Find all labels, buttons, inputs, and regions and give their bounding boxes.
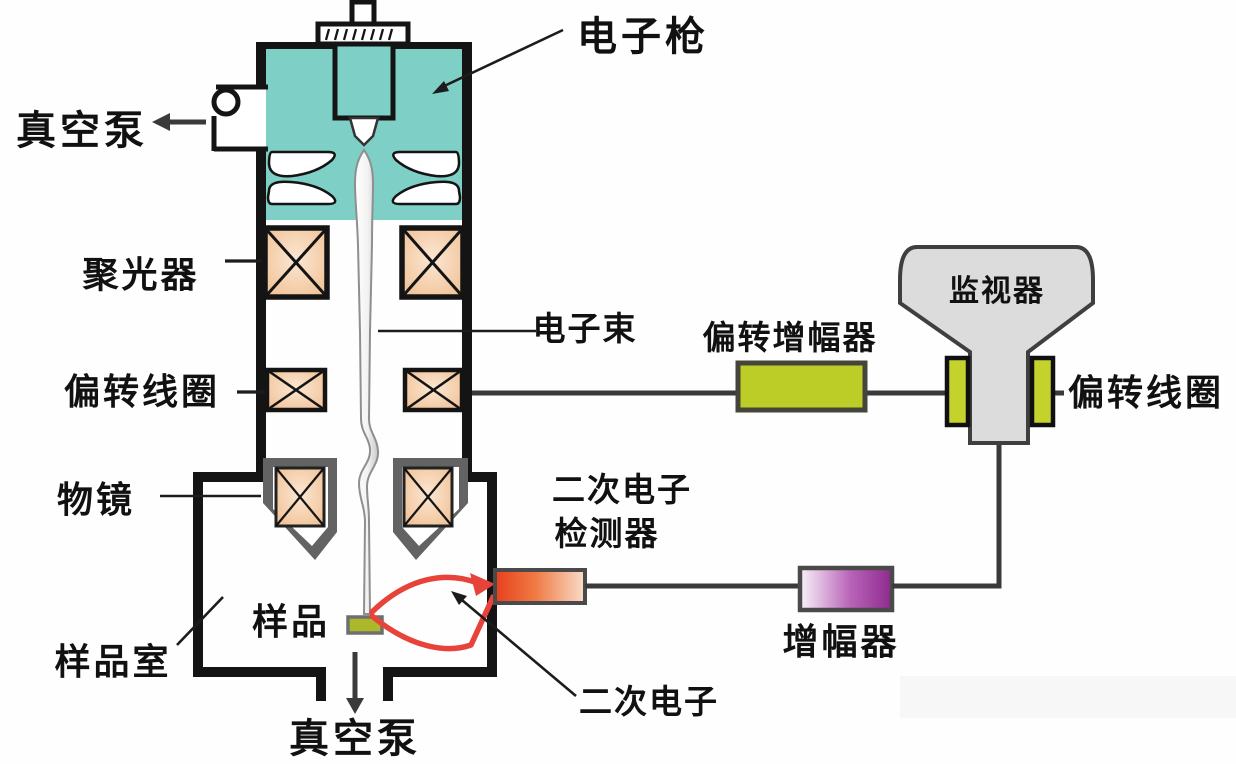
gun-housing (332, 41, 396, 121)
label-objective-lens: 物镜 (57, 480, 135, 521)
column-wall-left-lower (256, 150, 266, 472)
chamber-wall-bottom-right (383, 667, 497, 677)
pointer-electron-gun-head (432, 81, 449, 94)
crt-monitor (898, 245, 1095, 445)
label-se-detector-line1: 二次电子 (552, 470, 692, 509)
chamber-wall-bottom-left (193, 667, 326, 677)
electron-beam-shape (353, 148, 380, 615)
label-se-detector-line2: 检测器 (555, 514, 660, 553)
pointer-secondary-electron (455, 594, 577, 697)
label-condenser-lens: 聚光器 (81, 255, 199, 296)
secondary-electron-fan (369, 574, 496, 652)
column-wall-right (462, 42, 472, 472)
secondary-electron-detector (493, 568, 587, 605)
label-vacuum-pump-bottom: 真空泵 (289, 716, 421, 762)
pump-port-stub-left (316, 667, 326, 701)
label-secondary-electron: 二次电子 (579, 682, 719, 721)
pointer-electron-gun (439, 28, 564, 90)
pointer-secondary-electron-head (451, 591, 467, 605)
chamber-wall-top-left (193, 472, 265, 482)
amplifier-crt-line (892, 443, 1002, 589)
label-amplifier: 增幅器 (782, 622, 899, 663)
aperture-right-bottom (391, 180, 462, 206)
scan-deflection-coils (264, 367, 465, 413)
sample-chamber-walls (193, 472, 497, 701)
bottom-vacuum-arrow-head (346, 698, 364, 714)
chamber-wall-right (487, 472, 497, 677)
filament-tip (348, 116, 380, 147)
fan-arrow-head (470, 573, 495, 596)
label-electron-beam: 电子束 (533, 309, 638, 348)
pointer-sample-chamber (176, 596, 224, 646)
aperture-right-top (392, 150, 461, 178)
condenser-coils (262, 225, 466, 300)
gun-cap-hatching (324, 28, 394, 41)
label-deflection-coil-left: 偏转线圈 (64, 372, 220, 413)
chamber-wall-left (193, 472, 203, 677)
label-vacuum-pump-top: 真空泵 (16, 108, 148, 154)
label-sample: 样品 (252, 602, 330, 643)
label-deflection-coil-right: 偏转线圈 (1068, 373, 1224, 414)
crt-plate-right (1029, 355, 1056, 428)
chamber-wall-top-right (466, 472, 497, 482)
vacuum-arrow-head (152, 113, 170, 131)
column-wall-left-upper (256, 42, 266, 88)
label-monitor: 监视器 (949, 274, 1045, 309)
background-strip (900, 676, 1236, 718)
fan-lower-arc (369, 594, 496, 652)
label-sample-chamber: 样品室 (54, 642, 171, 683)
aperture-left-top (267, 150, 336, 178)
aperture-left-bottom (266, 180, 337, 206)
label-deflection-amplifier: 偏转增幅器 (703, 318, 878, 357)
crt-plate-left (944, 355, 971, 428)
pump-port-stub-right (383, 667, 393, 701)
pipe-ring (211, 87, 241, 117)
vacuum-pipe (211, 84, 268, 152)
objective-lens (263, 458, 468, 560)
pointer-lines (160, 28, 577, 697)
deflection-amplifier-box (735, 360, 868, 413)
label-electron-gun: 电子枪 (577, 14, 709, 60)
amplifier-box (797, 565, 895, 613)
gun-apertures (266, 150, 462, 206)
fan-upper-arc (369, 574, 481, 615)
